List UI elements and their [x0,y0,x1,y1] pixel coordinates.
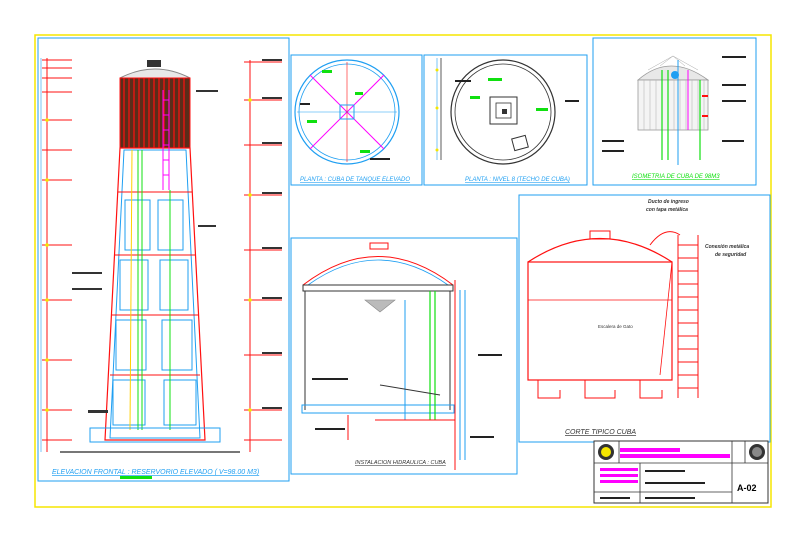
section-note-1b: con tapa metálica [646,207,688,213]
isometric-view: ISOMETRIA DE CUBA DE 98M3 [592,37,757,186]
elevation-title: ELEVACION FRONTAL : RESERVORIO ELEVADO (… [52,469,259,476]
elevation-frame [37,37,290,482]
tower-footing [89,427,221,443]
tank-body [119,77,191,149]
sheet-code: A-02 [737,483,757,493]
elevation-view: ELEVACION FRONTAL : RESERVORIO ELEVADO (… [37,37,290,482]
tank-roof-hatch [147,60,161,67]
tower-outline [104,147,206,441]
hydraulic-title: INSTALACION HIDRAULICA : CUBA [355,460,446,466]
plan-roof-title: PLANTA : NIVEL 8 (TECHO DE CUBA) [465,177,570,183]
section-note-1a: Ducto de ingreso [648,199,689,205]
plan-roof-view: PLANTA : NIVEL 8 (TECHO DE CUBA) [423,54,588,186]
section-ladder [677,235,699,398]
section-dome [527,238,673,263]
section-title: CORTE TIPICO CUBA [565,429,636,436]
sheet-frame [34,34,772,508]
section-note-2b: de seguridad [715,252,747,258]
section-view: Ducto de ingreso con tapa metálica Conex… [518,194,771,443]
isometric-title: ISOMETRIA DE CUBA DE 98M3 [632,174,720,180]
hydraulic-dome [302,256,454,286]
roof-plan-outer [450,59,556,165]
title-block-logo [598,444,765,460]
tank-plan-outer [294,59,400,165]
plan-tank-view: PLANTA : CUBA DE TANQUE ELEVADO [290,54,423,186]
section-note-3: Escalera de Gato [598,324,633,329]
section-note-2a: Conexión metálica [705,244,749,250]
tower-ladder [162,90,170,190]
title-block: A-02 [593,440,769,504]
plan-tank-title: PLANTA : CUBA DE TANQUE ELEVADO [300,177,410,183]
hydraulic-view: INSTALACION HIDRAULICA : CUBA [290,237,518,475]
tank-dome [119,68,191,79]
